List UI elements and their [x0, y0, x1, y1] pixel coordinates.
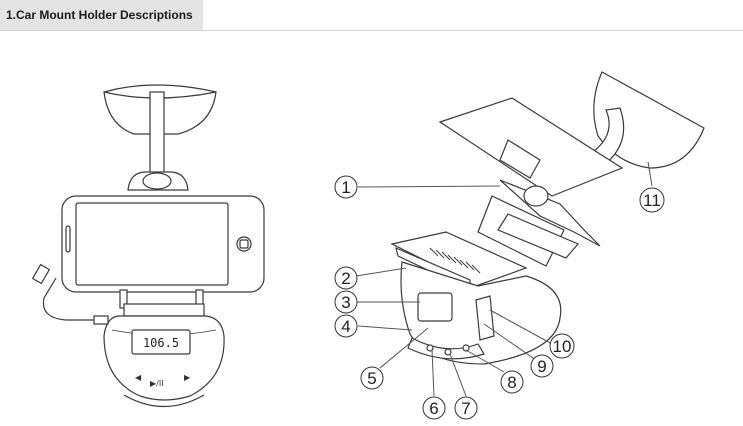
callout-1: 1 — [334, 175, 358, 199]
svg-text:3: 3 — [341, 293, 350, 312]
cradle-plate — [123, 303, 205, 317]
callout-5: 5 — [360, 366, 384, 390]
callout-8: 8 — [500, 370, 524, 394]
side-knob — [475, 295, 495, 341]
callout-7: 7 — [454, 396, 478, 420]
svg-text:6: 6 — [429, 399, 438, 418]
control-buttons — [407, 337, 485, 360]
svg-text:7: 7 — [461, 399, 470, 418]
side-jaw — [497, 213, 579, 259]
callouts: 1 2 3 4 5 6 7 8 — [334, 175, 665, 420]
lcd-display — [131, 329, 191, 355]
front-view-illustration — [31, 84, 265, 408]
perspective-view-illustration — [390, 71, 705, 365]
svg-text:1: 1 — [341, 178, 350, 197]
callout-3: 3 — [334, 290, 358, 314]
callout-2: 2 — [334, 266, 358, 290]
next-control-icon: ▶ — [184, 373, 191, 382]
upper-clamp-wing — [438, 97, 624, 197]
svg-text:4: 4 — [341, 317, 350, 336]
svg-text:5: 5 — [367, 369, 376, 388]
aux-cable — [42, 277, 96, 321]
callout-4: 4 — [334, 314, 358, 338]
aux-plug-right — [93, 315, 109, 325]
callout-9: 9 — [530, 354, 554, 378]
svg-text:2: 2 — [341, 269, 350, 288]
header-divider — [0, 30, 743, 31]
page-title: 1.Car Mount Holder Descriptions — [6, 8, 193, 22]
mount-arm — [149, 91, 165, 175]
suction-cup-perspective — [593, 71, 705, 169]
fm-transmitter-body — [103, 315, 225, 401]
svg-text:11: 11 — [643, 191, 661, 210]
play-pause-control-icon: ▶/II — [150, 379, 164, 388]
side-display-window — [417, 292, 453, 322]
svg-text:10: 10 — [553, 337, 572, 356]
jaw-grille — [429, 247, 481, 274]
aux-plug-left — [31, 263, 51, 285]
phone-screen — [75, 202, 229, 286]
callout-11: 11 — [639, 187, 665, 213]
callout-6: 6 — [422, 396, 446, 420]
display-reading: 106.5 — [143, 336, 179, 350]
svg-text:8: 8 — [507, 373, 516, 392]
svg-text:9: 9 — [537, 357, 546, 376]
callout-leaders — [355, 161, 653, 397]
header-bar: 1.Car Mount Holder Descriptions — [0, 0, 203, 30]
callout-10: 10 — [549, 333, 575, 359]
prev-control-icon: ◀ — [135, 373, 142, 382]
